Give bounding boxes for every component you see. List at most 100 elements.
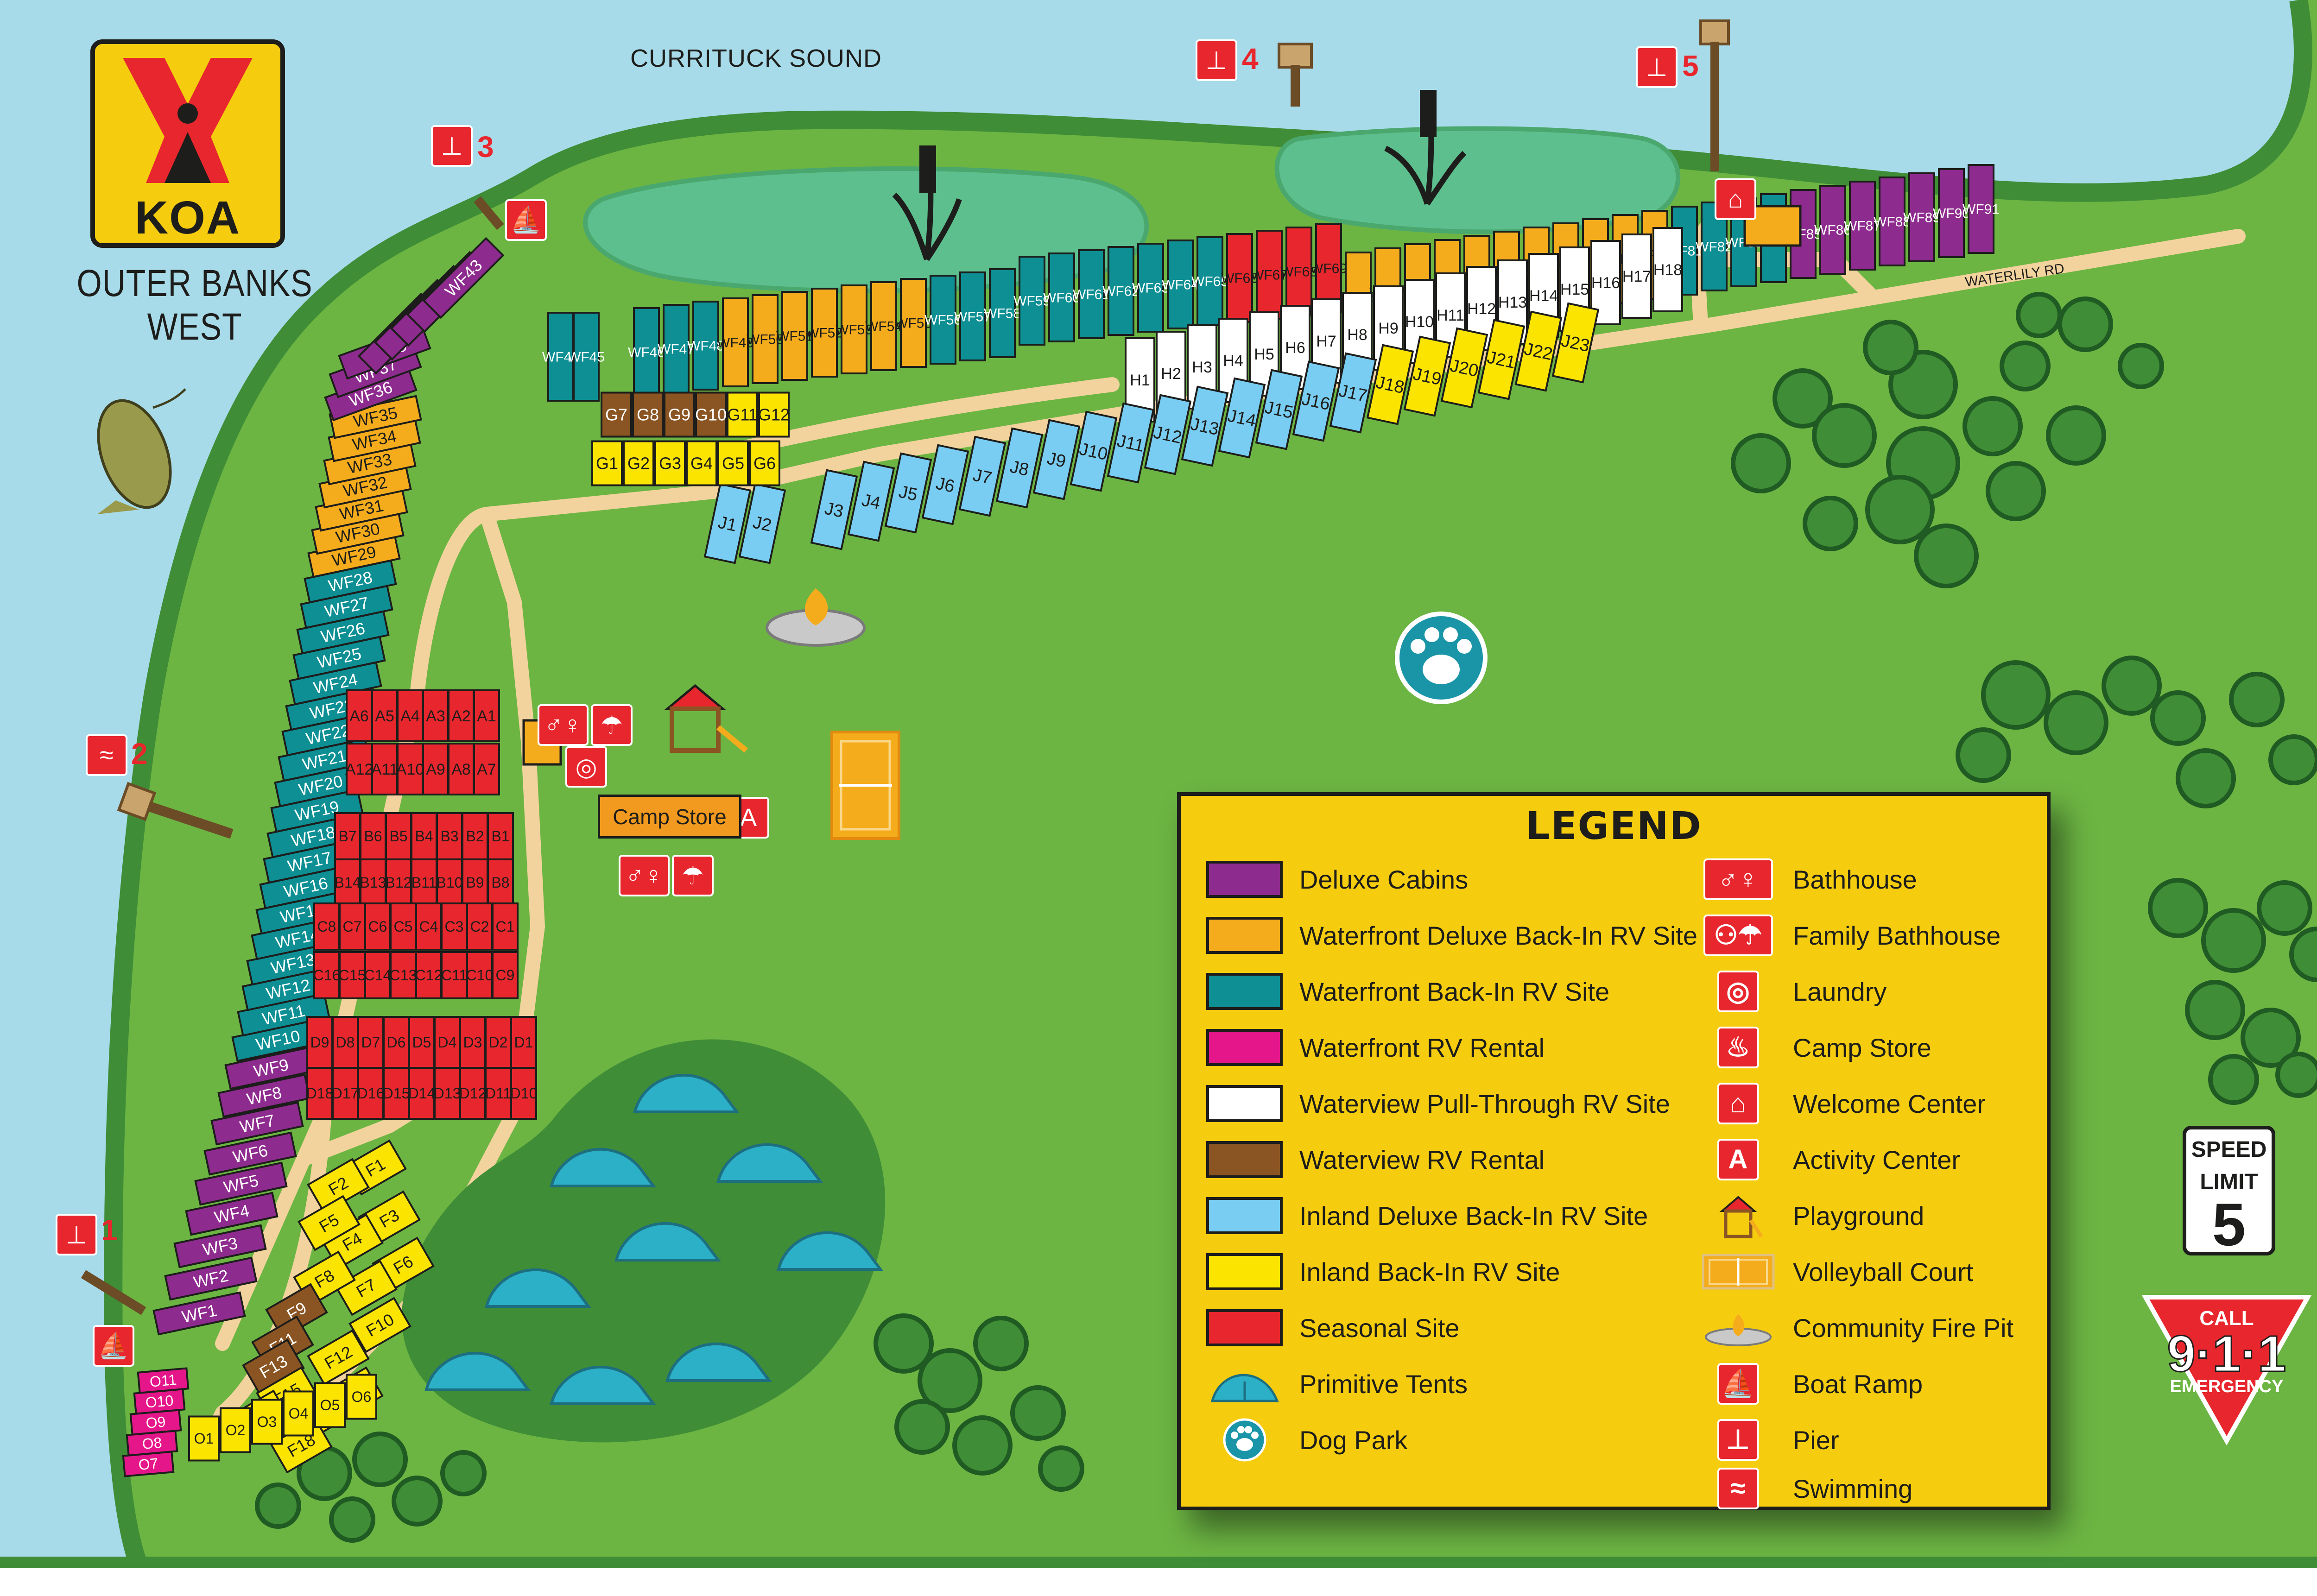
- campsite-label: WF67: [1251, 268, 1288, 283]
- legend-item: Waterfront RV Rental: [1206, 1022, 1545, 1073]
- laundry-icon: ◎: [1717, 971, 1759, 1012]
- family-bathhouse-icon: ⚇☂: [1703, 915, 1773, 956]
- emergency-call-text: CALL: [2199, 1307, 2254, 1330]
- pier-number: 1: [101, 1213, 118, 1247]
- campsite-label: C1: [496, 918, 515, 935]
- campsite: B10: [436, 858, 463, 907]
- campsite: WF87: [1844, 181, 1881, 271]
- playground-icon: [1700, 1192, 1776, 1239]
- campsite: C1: [492, 902, 519, 951]
- campsite-pad: [436, 858, 463, 907]
- legend-label: Volleyball Court: [1793, 1257, 1974, 1287]
- legend-item: Seasonal Site: [1206, 1302, 1460, 1353]
- campsite-pad: [411, 812, 437, 860]
- campsite: WF68: [1280, 227, 1317, 316]
- campsite-label: A10: [396, 761, 424, 778]
- campsite-pad: [1255, 369, 1303, 450]
- campsite: WF53: [836, 284, 873, 374]
- legend-label: Seasonal Site: [1299, 1313, 1460, 1343]
- campsite: B4: [411, 812, 437, 860]
- camp-store-building: Camp Store: [598, 795, 741, 839]
- campsite-label: H10: [1405, 313, 1434, 331]
- campsite-pad: [448, 743, 475, 795]
- campsite: C15: [339, 951, 366, 999]
- campsite: WF58: [984, 268, 1021, 358]
- campsite-pad: [752, 294, 779, 384]
- campsite: WF45: [568, 312, 605, 402]
- campsite: WF66: [1221, 233, 1258, 323]
- legend-label: Pier: [1793, 1425, 1839, 1455]
- campsite-label: H14: [1529, 287, 1558, 305]
- campsite-pad: [492, 902, 519, 951]
- campsite-label: O7: [138, 1455, 159, 1473]
- campsite: D16: [357, 1067, 385, 1120]
- campsite-pad: [485, 1016, 512, 1069]
- campsite-pad: [306, 1016, 333, 1069]
- campsite: WF88: [1874, 177, 1911, 266]
- legend-item: ⊥Pier: [1700, 1414, 1839, 1465]
- campsite-pad: [1137, 243, 1164, 333]
- campsite: C14: [364, 951, 391, 999]
- campsite-label: WF45: [568, 350, 605, 365]
- legend-item: ≈Swimming: [1700, 1463, 1912, 1514]
- legend-item: ◎Laundry: [1700, 966, 1887, 1017]
- campsite: D5: [408, 1016, 435, 1069]
- campsite-pad: [390, 902, 417, 951]
- campsite-pad: [390, 951, 417, 999]
- campsite-label: J4: [860, 491, 882, 513]
- campsite-pad: [346, 743, 373, 795]
- campsite-pad: [360, 858, 386, 907]
- campsite-pad: [781, 291, 808, 381]
- campsite-label: D14: [408, 1085, 436, 1102]
- campsite: WF44: [542, 312, 579, 402]
- campsite-label: C9: [496, 967, 515, 984]
- campsite-label: B1: [491, 828, 509, 845]
- campsite: D13: [434, 1067, 461, 1120]
- campsite-label: B14: [335, 874, 361, 891]
- campsite-label: G8: [637, 405, 659, 424]
- campsite: WF69: [1310, 223, 1347, 313]
- campsite: J19: [1403, 335, 1451, 417]
- campsite-label: C16: [313, 967, 341, 984]
- campsite: J15: [1255, 369, 1303, 450]
- campsite-label: D16: [357, 1085, 385, 1102]
- campsite-pad: [371, 689, 398, 742]
- campsite-pad: [1167, 240, 1194, 329]
- legend-item: Waterfront Deluxe Back-In RV Site: [1206, 910, 1697, 961]
- campsite-pad: [1879, 177, 1906, 266]
- legend-label: Waterfront Deluxe Back-In RV Site: [1299, 921, 1698, 950]
- campsite: B6: [360, 812, 386, 860]
- campsite-label: H6: [1285, 339, 1305, 357]
- campsite-label: B4: [415, 828, 433, 845]
- campsite-pad: [870, 281, 897, 371]
- campsite-label: WF55: [895, 316, 932, 331]
- legend-swatch: [1206, 1253, 1283, 1290]
- campsite-pad: [473, 689, 500, 742]
- campsite-label: A7: [477, 761, 496, 778]
- campsite: D7: [357, 1016, 384, 1069]
- campsite: C10: [466, 951, 493, 999]
- campsite: F5: [298, 1195, 361, 1251]
- legend-label: Waterfront Back-In RV Site: [1299, 977, 1610, 1006]
- volleyball-court-icon: [1700, 1249, 1776, 1295]
- campsite: J1: [703, 483, 752, 564]
- campsite-label: H11: [1437, 307, 1464, 324]
- campsite: H17: [1621, 233, 1652, 319]
- campsite: WF48: [687, 301, 724, 391]
- campsite-pad: [989, 268, 1016, 358]
- campsite-pad: [547, 312, 574, 402]
- campsite-pad: [1938, 168, 1965, 258]
- campsite-pad: [1019, 256, 1045, 346]
- campsite-pad: [1315, 223, 1342, 313]
- campsite-label: O11: [149, 1371, 177, 1390]
- legend-label: Bathhouse: [1793, 864, 1917, 894]
- campsite: A9: [422, 743, 449, 795]
- campsite: O6: [346, 1374, 377, 1420]
- campsite-label: A11: [371, 761, 398, 778]
- tree-cluster: [1731, 292, 2164, 588]
- laundry-icon: ◎: [565, 746, 607, 788]
- water-label: CURRITUCK SOUND: [630, 44, 882, 72]
- campsite: J6: [921, 444, 969, 525]
- campsite-label: WF86: [1814, 223, 1851, 238]
- campsite-pad: [348, 1297, 411, 1353]
